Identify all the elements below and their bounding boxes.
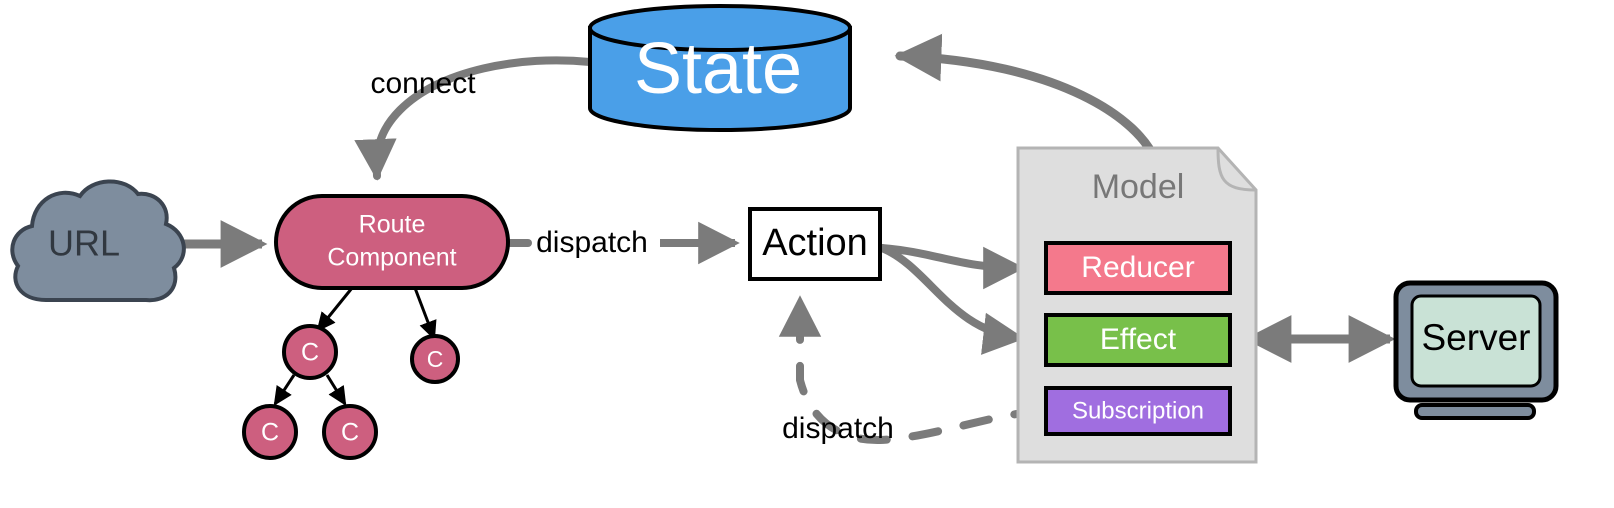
tree-node-c4-label: C [341, 419, 359, 447]
model-item-effect[interactable]: Effect [1044, 313, 1232, 367]
edge-label-dispatch: dispatch [536, 226, 648, 259]
reducer-label: Reducer [1081, 251, 1194, 284]
edge-action-to-effect [878, 244, 1025, 355]
node-model[interactable]: Model Reducer Effect Subscription [1016, 146, 1258, 464]
tree-node-c2-shape [410, 334, 460, 384]
server-screen [1410, 294, 1542, 388]
action-label: Action [762, 222, 868, 264]
state-cylinder-body [588, 26, 852, 132]
edge-action-to-reducer [878, 244, 1025, 290]
effect-label: Effect [1100, 323, 1177, 356]
tree-node-c4[interactable]: C [322, 404, 378, 460]
node-url[interactable]: URL [10, 179, 186, 303]
reducer-box-shape [1044, 241, 1232, 295]
model-item-reducer[interactable]: Reducer [1044, 241, 1232, 295]
tree-node-c3[interactable]: C [242, 404, 298, 460]
url-label: URL [48, 223, 120, 264]
server-label: Server [1422, 317, 1531, 358]
effect-box-shape [1044, 313, 1232, 367]
state-label: State [634, 29, 802, 109]
tree-node-c4-shape [322, 404, 378, 460]
tree-node-c1-shape [282, 324, 338, 380]
model-label: Model [1092, 168, 1185, 206]
server-stand [1414, 403, 1536, 420]
route-component-label-line2: Component [327, 244, 456, 272]
tree-node-c1-label: C [301, 339, 319, 367]
edge-dispatch-route-action: dispatch [504, 221, 740, 265]
tree-node-c2[interactable]: C [410, 334, 460, 384]
route-component-shape [274, 194, 510, 290]
route-component-label-line1: Route [359, 211, 426, 239]
node-server[interactable]: Server [1393, 280, 1559, 420]
tree-node-c3-shape [242, 404, 298, 460]
component-tree: C C C C [242, 324, 460, 460]
node-action[interactable]: Action [748, 207, 882, 281]
edge-label-dispatch-subscription: dispatch [782, 412, 894, 445]
tree-node-c3-label: C [261, 419, 279, 447]
edge-model-to-state [894, 33, 1160, 165]
state-cylinder-top [588, 4, 852, 52]
edge-connect: connect [354, 56, 594, 181]
tree-node-c1[interactable]: C [282, 324, 338, 380]
tree-node-c2-label: C [427, 346, 444, 372]
node-state[interactable]: State [588, 4, 852, 132]
edge-subscription-dispatch: dispatch [778, 295, 1044, 445]
edge-label-connect: connect [370, 67, 476, 100]
edge-tree-arrows [273, 287, 437, 407]
url-cloud-shape [10, 179, 186, 303]
subscription-box-shape [1044, 386, 1232, 436]
subscription-label: Subscription [1072, 397, 1204, 424]
model-note-fold [1216, 147, 1257, 192]
model-item-subscription[interactable]: Subscription [1044, 386, 1232, 436]
action-box-shape [748, 207, 882, 281]
node-route-component[interactable]: Route Component [274, 194, 510, 290]
model-note-shape [1016, 146, 1258, 464]
